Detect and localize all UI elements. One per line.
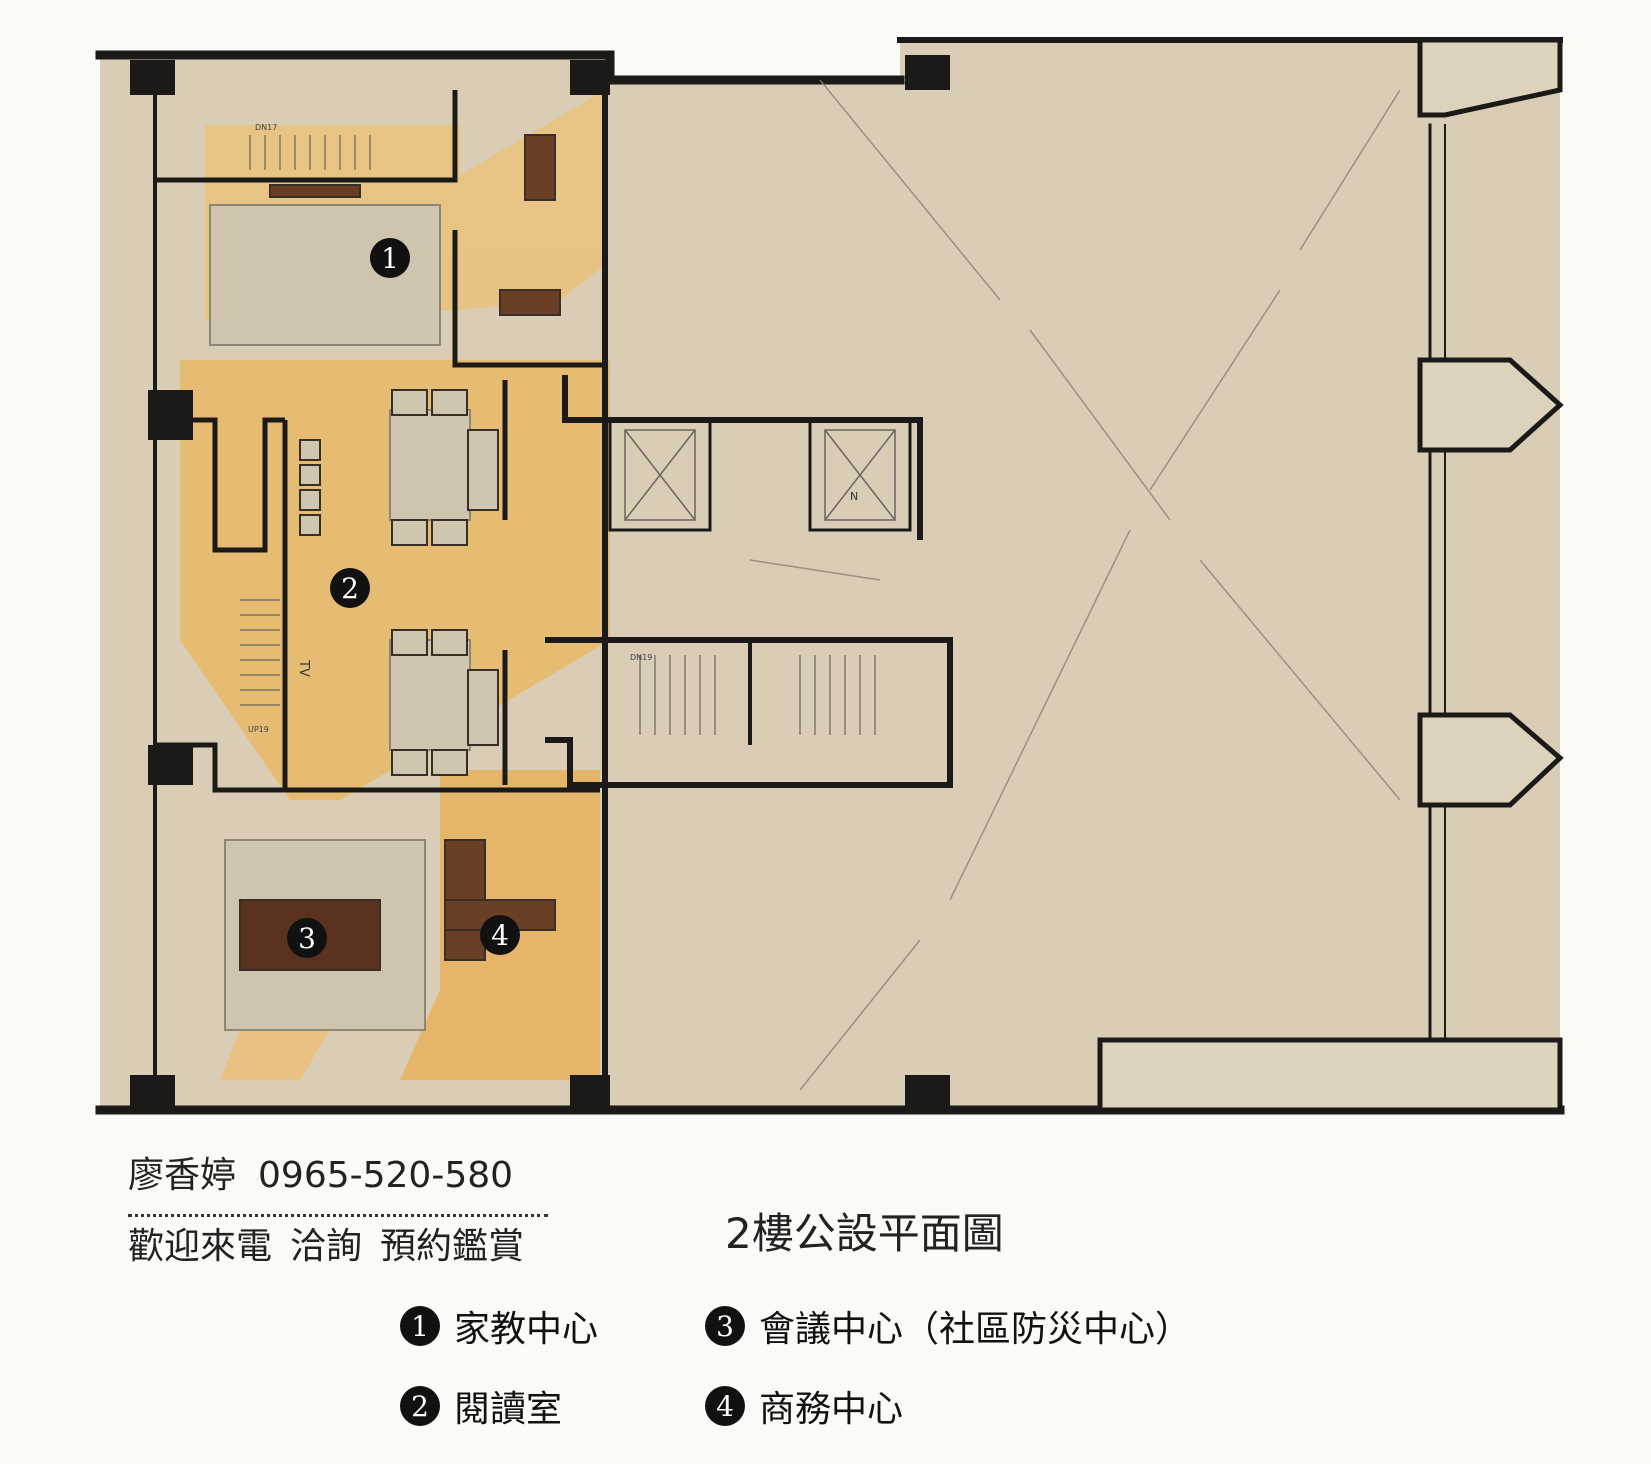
bay-windows: [1097, 37, 1564, 1113]
legend-number-3: 3: [705, 1306, 745, 1346]
tv-label: TV: [296, 659, 311, 677]
agent-phone: 0965-520-580: [258, 1155, 514, 1196]
welcome-inquiry: 洽詢: [290, 1226, 363, 1267]
welcome-call: 歡迎來電: [128, 1226, 273, 1267]
floor-plan: 1 2 3 4 TV UP19 DN17 DN19 N: [95, 37, 1565, 1115]
interior-walls: [155, 90, 605, 793]
stair-treads: [240, 135, 876, 735]
contact-block: 廖香婷 0965-520-580 歡迎來電 洽詢 預約鑑賞: [128, 1158, 548, 1265]
legend-label-4: 商務中心: [759, 1389, 904, 1430]
room-marker-4: 4: [491, 919, 509, 952]
agent-name: 廖香婷: [128, 1155, 237, 1196]
room-markers: 1 2 3 4: [287, 238, 520, 958]
agent-line: 廖香婷 0965-520-580: [128, 1158, 548, 1194]
stair-down-label-a: DN17: [255, 123, 277, 132]
plan-title: 2樓公設平面圖: [725, 1209, 1004, 1258]
legend-item-reading-room: 2 閱讀室: [400, 1380, 562, 1432]
elevator-cars: [624, 429, 896, 521]
legend-item-conference: 3 會議中心（社區防災中心）: [705, 1300, 1191, 1352]
welcome-line: 歡迎來電 洽詢 預約鑑賞: [128, 1229, 548, 1265]
legend-label-3: 會議中心（社區防災中心）: [759, 1309, 1192, 1350]
room-marker-2: 2: [341, 572, 359, 605]
welcome-viewing: 預約鑑賞: [380, 1226, 525, 1267]
room-marker-3: 3: [298, 922, 316, 955]
stair-up-label: UP19: [248, 725, 269, 734]
legend-number-2: 2: [400, 1386, 440, 1426]
void-diagonals: [749, 79, 1401, 1091]
legend-label-1: 家教中心: [454, 1309, 599, 1350]
legend-label-2: 閱讀室: [454, 1389, 563, 1430]
legend-number-4: 4: [705, 1386, 745, 1426]
stair-down-label-b: DN19: [630, 653, 652, 662]
dotted-divider: [128, 1214, 548, 1217]
north-mark: N: [850, 490, 858, 503]
legend-item-business: 4 商務中心: [705, 1380, 903, 1432]
legend-number-1: 1: [400, 1306, 440, 1346]
legend-item-tutoring: 1 家教中心: [400, 1300, 598, 1352]
room-marker-1: 1: [381, 242, 399, 275]
core-walls: [545, 375, 953, 788]
